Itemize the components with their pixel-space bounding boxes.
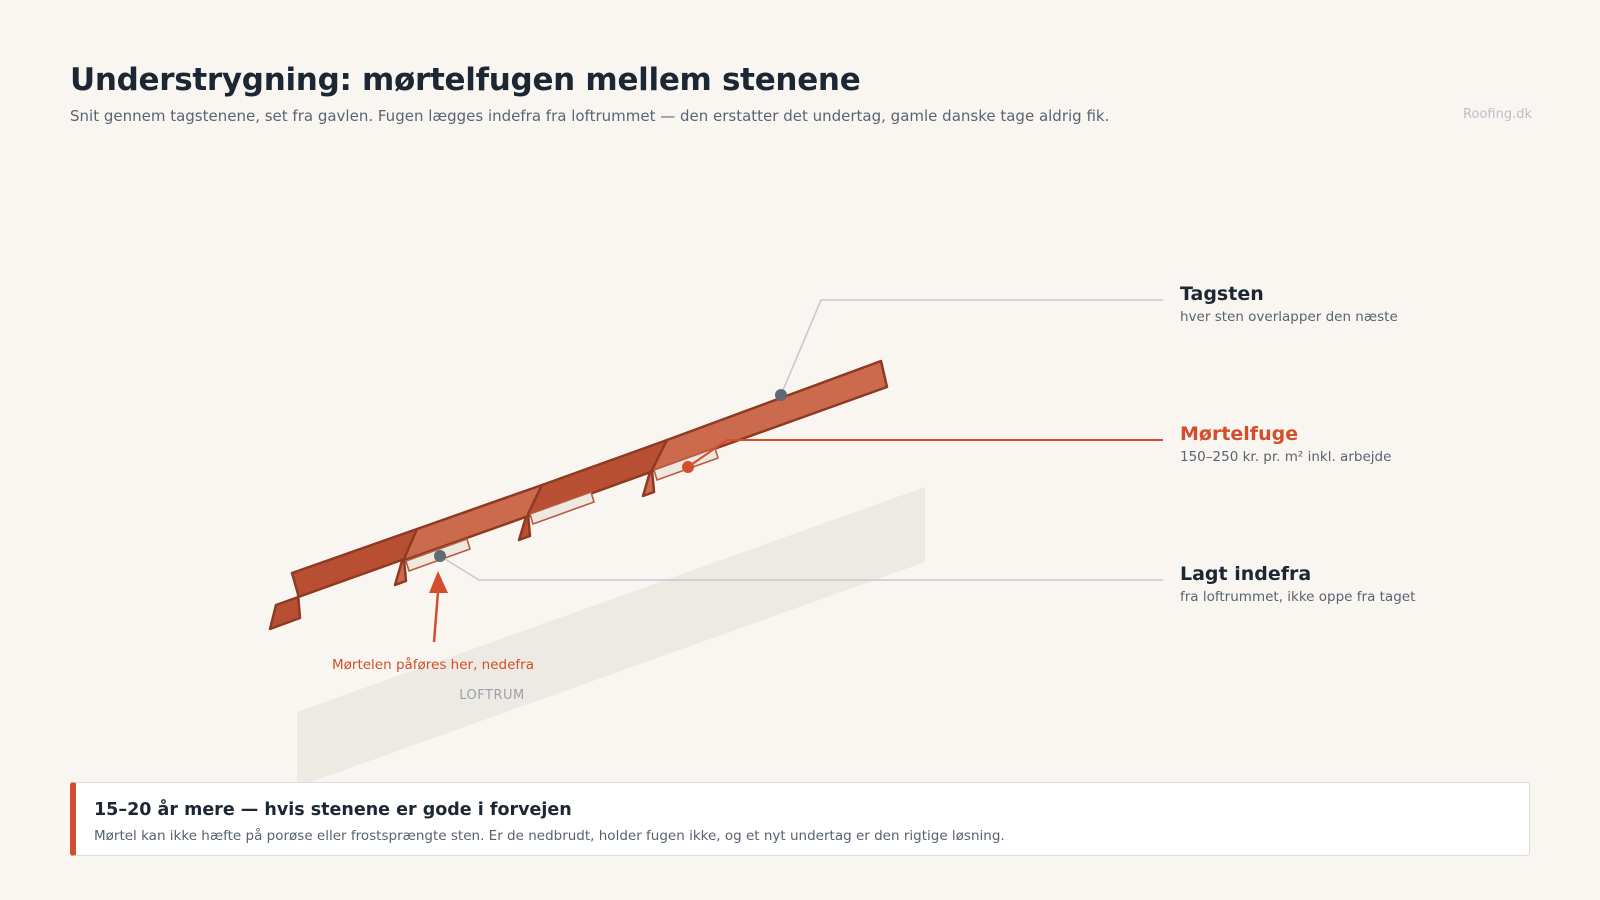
application-arrow-shaft [432, 591, 440, 643]
lagt-indefra-anchor-dot [434, 550, 446, 562]
callout-subtitle: 150–250 kr. pr. m² inkl. arbejde [1180, 449, 1391, 465]
callout-moertelfuge: Mørtelfuge 150–250 kr. pr. m² inkl. arbe… [1180, 423, 1391, 465]
callout-title: Lagt indefra [1180, 563, 1311, 585]
mortar-joints [405, 446, 719, 573]
callout-subtitle: fra loftrummet, ikke oppe fra taget [1180, 589, 1415, 605]
roof-tiles [268, 359, 889, 631]
moertelfuge-anchor-dot [682, 461, 694, 473]
info-note: 15–20 år mere — hvis stenene er gode i f… [70, 782, 1530, 856]
arrow-label: Mørtelen påføres her, nedefra [332, 656, 534, 673]
attic-band [297, 487, 925, 787]
callout-title: Mørtelfuge [1180, 423, 1298, 445]
tagsten-anchor-dot [775, 389, 787, 401]
callout-title: Tagsten [1180, 283, 1264, 305]
attic-label: LOFTRUM [459, 688, 524, 703]
note-title: 15–20 år mere — hvis stenene er gode i f… [94, 800, 572, 820]
mortar-joint-2 [529, 490, 595, 526]
callout-lagt-indefra: Lagt indefra fra loftrummet, ikke oppe f… [1180, 563, 1415, 605]
leader-line-lagt-indefra [439, 555, 1163, 581]
brand-logo: Roofing.dk [1463, 107, 1532, 122]
callout-tagsten: Tagsten hver sten overlapper den næste [1180, 283, 1398, 325]
page-title: Understrygning: mørtelfugen mellem stene… [70, 62, 861, 98]
tile-4 [641, 359, 889, 498]
page-subtitle: Snit gennem tagstenene, set fra gavlen. … [70, 107, 1110, 125]
leader-line-moertelfuge [687, 439, 1163, 468]
note-text: Mørtel kan ikke hæfte på porøse eller fr… [94, 828, 1005, 844]
callout-subtitle: hver sten overlapper den næste [1180, 309, 1398, 325]
application-arrow-head [429, 571, 448, 593]
leader-line-tagsten [780, 299, 1163, 396]
